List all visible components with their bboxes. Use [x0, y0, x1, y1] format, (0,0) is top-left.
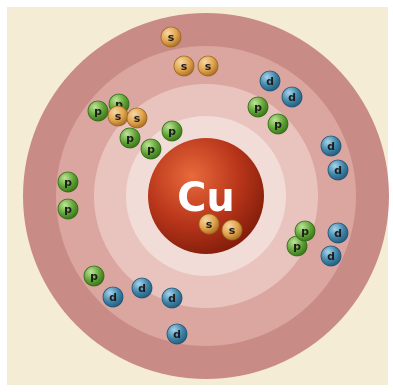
electron-d: d	[259, 70, 281, 92]
electron-d-label: d	[266, 75, 274, 88]
electron-d-label: d	[334, 164, 342, 177]
electron-p: p	[87, 100, 109, 122]
electron-p-sphere	[119, 127, 141, 149]
electron-s-label: s	[115, 110, 122, 123]
electron-s-label: s	[206, 218, 213, 231]
electron-d-sphere	[327, 159, 349, 181]
electron-p-label: p	[94, 105, 102, 118]
electron-p-label: p	[115, 98, 123, 111]
electron-p: p	[57, 198, 79, 220]
electron-d-label: d	[334, 227, 342, 240]
electron-p-label: p	[254, 101, 262, 114]
nucleus: Cu	[148, 138, 264, 254]
electron-p: p	[140, 138, 162, 160]
electron-p: p	[294, 220, 316, 242]
electron-p-sphere	[57, 171, 79, 193]
electron-s-label: s	[181, 60, 188, 73]
electron-d-sphere	[320, 245, 342, 267]
electron-d-sphere	[131, 277, 153, 299]
electron-d-label: d	[327, 140, 335, 153]
electron-d: d	[102, 286, 124, 308]
electron-d-label: d	[173, 328, 181, 341]
electron-s-sphere	[173, 55, 195, 77]
electron-d-label: d	[168, 292, 176, 305]
electron-p-label: p	[168, 125, 176, 138]
electron-d: d	[281, 86, 303, 108]
electron-p: p	[247, 96, 269, 118]
electron-p-sphere	[294, 220, 316, 242]
electron-d: d	[131, 277, 153, 299]
electron-s-sphere	[221, 219, 243, 241]
electron-d-sphere	[161, 287, 183, 309]
electron-p-sphere	[87, 100, 109, 122]
electron-p-sphere	[247, 96, 269, 118]
electron-p: p	[161, 120, 183, 142]
electron-p-label: p	[293, 240, 301, 253]
electron-s-label: s	[134, 112, 141, 125]
electron-p: p	[267, 113, 289, 135]
electron-p-label: p	[64, 203, 72, 216]
electron-s: s	[107, 105, 129, 127]
electron-d-sphere	[166, 323, 188, 345]
electron-p-sphere	[57, 198, 79, 220]
electron-s-sphere	[126, 107, 148, 129]
electron-d: d	[320, 245, 342, 267]
electron-s-label: s	[229, 224, 236, 237]
electron-s: s	[160, 26, 182, 48]
electron-d-sphere	[320, 135, 342, 157]
electron-p: p	[83, 265, 105, 287]
electron-p-label: p	[274, 118, 282, 131]
electron-p: p	[119, 127, 141, 149]
electron-p-sphere	[161, 120, 183, 142]
electron-p-label: p	[126, 132, 134, 145]
electron-d: d	[320, 135, 342, 157]
electron-s: s	[173, 55, 195, 77]
electron-d: d	[327, 222, 349, 244]
electron-s: s	[198, 213, 220, 235]
electron-p-sphere	[140, 138, 162, 160]
electron-s: s	[197, 55, 219, 77]
nucleus-symbol: Cu	[177, 175, 235, 221]
electron-s: s	[221, 219, 243, 241]
electron-d-label: d	[109, 291, 117, 304]
electron-p-label: p	[90, 270, 98, 283]
electron-d-label: d	[138, 282, 146, 295]
electron-s-sphere	[160, 26, 182, 48]
electron-d-sphere	[327, 222, 349, 244]
electron-p-label: p	[64, 176, 72, 189]
electron-s: s	[126, 107, 148, 129]
electron-p-label: p	[301, 225, 309, 238]
electron-d-label: d	[288, 91, 296, 104]
electron-p-sphere	[83, 265, 105, 287]
electron-s-sphere	[197, 55, 219, 77]
electron-p-sphere	[267, 113, 289, 135]
electron-d-sphere	[281, 86, 303, 108]
electron-s-label: s	[205, 60, 212, 73]
electron-d: d	[166, 323, 188, 345]
electron-s-sphere	[198, 213, 220, 235]
electron-s-label: s	[168, 31, 175, 44]
electron-d-label: d	[327, 250, 335, 263]
electron-p: p	[57, 171, 79, 193]
electron-p-label: p	[147, 143, 155, 156]
electron-d-sphere	[102, 286, 124, 308]
electron-d: d	[161, 287, 183, 309]
electron-d-sphere	[259, 70, 281, 92]
electron-d: d	[327, 159, 349, 181]
